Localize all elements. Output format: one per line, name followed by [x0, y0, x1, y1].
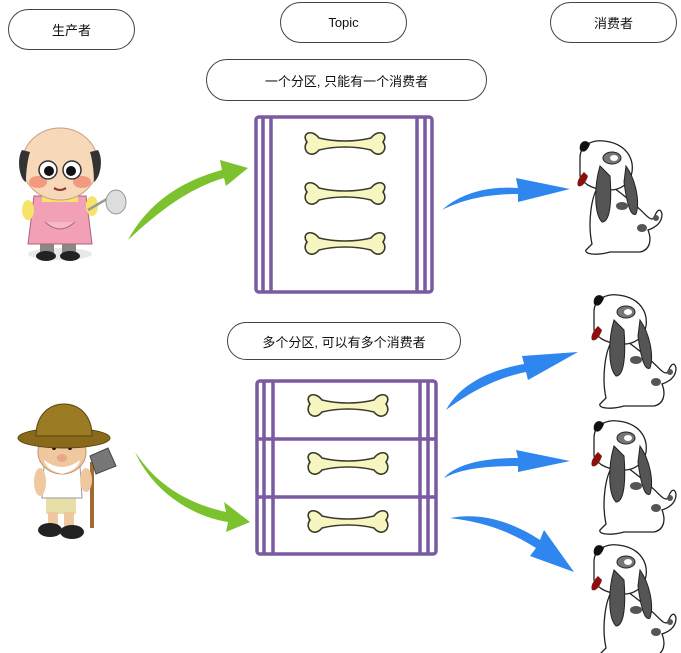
multi-partition-topic: [255, 379, 438, 556]
topic-label: Topic: [280, 2, 407, 43]
partition-1-bone: [307, 393, 389, 417]
multi-partition-note: 多个分区, 可以有多个消费者: [227, 322, 461, 360]
consumer-arrow-3: [450, 516, 574, 572]
consumer-arrow-top: [442, 178, 570, 210]
consumer-dog-2: [590, 420, 677, 535]
message-bone-3: [304, 231, 386, 255]
consumer-arrow-2: [444, 450, 570, 478]
consumer-arrow-1: [446, 352, 578, 410]
producer-label-text: 生产者: [51, 23, 91, 38]
consumer-label-text: 消费者: [593, 16, 633, 31]
producer-chef-figure: [19, 127, 127, 261]
consumer-dog-3: [590, 544, 677, 653]
producer-arrow-bottom: [135, 452, 250, 532]
single-partition-note-text: 一个分区, 只能有一个消费者: [264, 73, 429, 89]
consumer-label: 消费者: [550, 2, 677, 43]
consumer-dog-1: [590, 294, 677, 409]
producer-farmer-figure: [17, 403, 117, 539]
message-bone-1: [304, 131, 386, 155]
topic-label-text: Topic: [328, 15, 359, 30]
producer-arrow-top: [128, 160, 248, 240]
producer-label: 生产者: [8, 9, 135, 50]
message-bone-2: [304, 181, 386, 205]
multi-partition-note-text: 多个分区, 可以有多个消费者: [262, 334, 426, 350]
single-partition-topic: [254, 115, 434, 294]
partition-3-bone: [307, 509, 389, 533]
single-partition-note: 一个分区, 只能有一个消费者: [206, 59, 487, 101]
consumer-dog-top: [576, 140, 663, 255]
partition-2-bone: [307, 451, 389, 475]
